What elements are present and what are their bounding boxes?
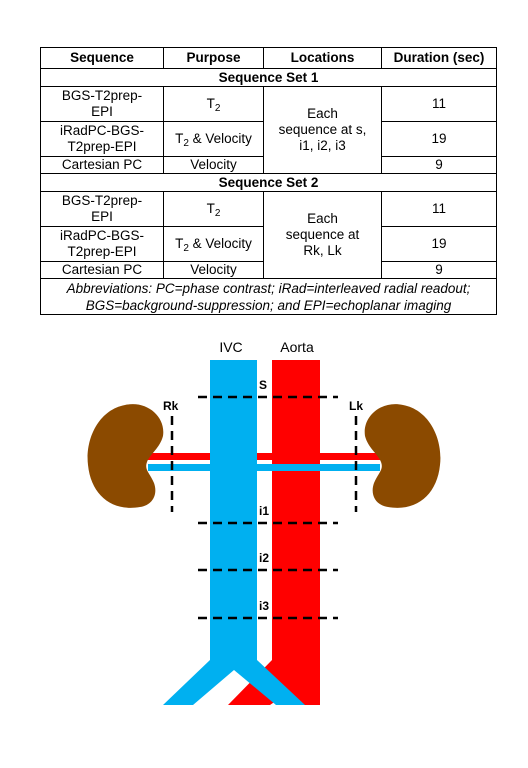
renal-veins xyxy=(148,464,380,471)
table-row: Cartesian PC Velocity 9 xyxy=(40,261,497,279)
right-kidney xyxy=(87,404,164,508)
table-row: iRadPC-BGS-T2prep-EPI T2 & Velocity 19 xyxy=(40,121,497,157)
sequence-cell: iRadPC-BGS-T2prep-EPI xyxy=(40,121,164,157)
slice-label-s: S xyxy=(259,378,267,392)
slice-label-rk: Rk xyxy=(163,399,179,413)
header-locations: Locations xyxy=(263,47,382,69)
header-purpose: Purpose xyxy=(163,47,264,69)
set-title-row: Sequence Set 1 xyxy=(40,68,497,87)
set-1-title: Sequence Set 1 xyxy=(40,68,497,87)
aorta-overlap xyxy=(272,453,320,460)
vessel-diagram: IVC Aorta S i1 i2 i3 Rk Lk xyxy=(87,339,441,705)
header-duration: Duration (sec) xyxy=(381,47,497,69)
aorta-label: Aorta xyxy=(280,339,314,355)
set-2-title: Sequence Set 2 xyxy=(40,173,497,192)
renal-arteries xyxy=(148,453,380,460)
ivc xyxy=(163,360,305,705)
ivc-label: IVC xyxy=(219,339,242,355)
purpose-cell: T2 xyxy=(163,86,264,122)
slice-lines xyxy=(170,395,358,620)
slice-label-i3: i3 xyxy=(259,599,269,613)
sequence-cell: Cartesian PC xyxy=(40,261,164,279)
header-sequence: Sequence xyxy=(40,47,164,69)
sequence-cell: Cartesian PC xyxy=(40,156,164,174)
slice-label-lk: Lk xyxy=(349,399,363,413)
left-kidney xyxy=(364,404,441,508)
slice-label-i1: i1 xyxy=(259,504,269,518)
purpose-cell: Velocity xyxy=(163,261,264,279)
table-header-row: Sequence Purpose Locations Duration (sec… xyxy=(40,47,497,69)
set-title-row: Sequence Set 2 xyxy=(40,173,497,192)
duration-cell: 19 xyxy=(381,121,497,157)
purpose-cell: T2 & Velocity xyxy=(163,226,264,262)
purpose-cell: Velocity xyxy=(163,156,264,174)
table-row: iRadPC-BGS-T2prep-EPI T2 & Velocity 19 xyxy=(40,226,497,262)
abbreviations-row: Abbreviations: PC=phase contrast; iRad=i… xyxy=(40,278,497,315)
slice-label-i2: i2 xyxy=(259,551,269,565)
duration-cell: 9 xyxy=(381,156,497,174)
purpose-cell: T2 xyxy=(163,191,264,227)
sequence-cell: BGS-T2prep-EPI xyxy=(40,191,164,227)
duration-cell: 9 xyxy=(381,261,497,279)
duration-cell: 11 xyxy=(381,86,497,122)
sequence-table: Sequence Purpose Locations Duration (sec… xyxy=(40,47,497,315)
abbreviations-note: Abbreviations: PC=phase contrast; iRad=i… xyxy=(40,278,497,315)
sequence-cell: iRadPC-BGS-T2prep-EPI xyxy=(40,226,164,262)
duration-cell: 11 xyxy=(381,191,497,227)
purpose-cell: T2 & Velocity xyxy=(163,121,264,157)
duration-cell: 19 xyxy=(381,226,497,262)
sequence-cell: BGS-T2prep-EPI xyxy=(40,86,164,122)
